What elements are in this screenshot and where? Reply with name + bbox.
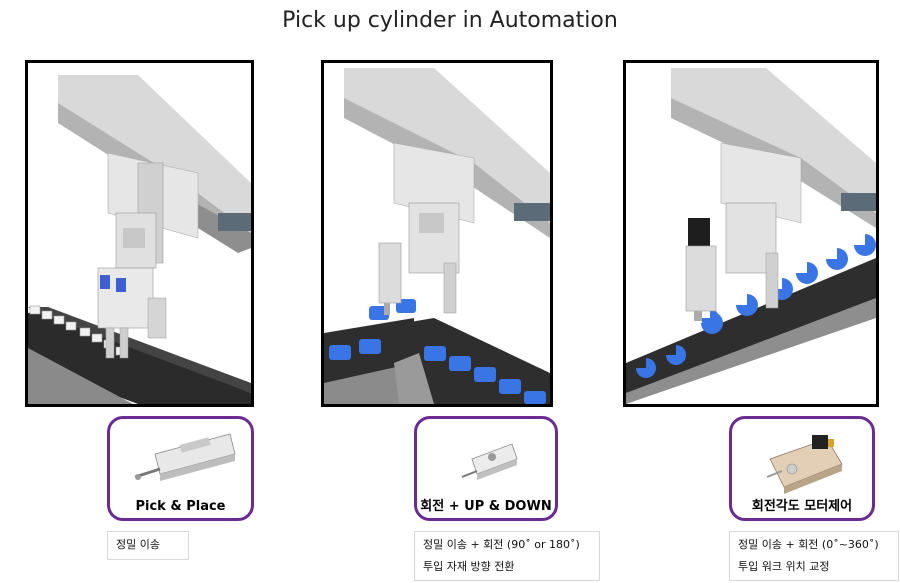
motor-rotary-actuator-icon — [766, 435, 843, 494]
rotation-angle-motor-label: 회전각도 모터제어 — [751, 499, 853, 514]
pick-place-notes: 정밀 이송 — [107, 531, 189, 560]
note-line: 정밀 이송 — [116, 538, 160, 551]
rotation-angle-motor-product-card: 회전각도 모터제어 — [729, 416, 875, 521]
rotation-angle-motor-notes: 정밀 이송 + 회전 (0˚~360˚) 투입 워크 위치 교정 — [729, 531, 899, 581]
note-line: 투입 자재 방향 전환 — [423, 560, 515, 573]
note-line: 정밀 이송 + 회전 (90˚ or 180˚) — [423, 538, 580, 551]
rotate-up-down-notes: 정밀 이송 + 회전 (90˚ or 180˚) 투입 자재 방향 전환 — [414, 531, 600, 581]
note-line: 정밀 이송 + 회전 (0˚~360˚) — [738, 538, 879, 551]
rotate-up-down-machine-image — [321, 60, 553, 407]
pick-place-label: Pick & Place — [135, 499, 226, 514]
pick-place-product-card: Pick & Place — [107, 416, 254, 521]
rotate-up-down-product-card: 회전 + UP & DOWN — [414, 416, 558, 521]
pick-place-machine-image — [25, 60, 254, 407]
pick-place-cylinder-icon — [134, 433, 236, 481]
rotate-up-down-label: 회전 + UP & DOWN — [420, 499, 552, 514]
rotation-angle-motor-machine-image — [623, 60, 879, 407]
page-title: Pick up cylinder in Automation — [282, 8, 618, 33]
note-line: 투입 워크 위치 교정 — [738, 560, 830, 573]
rotary-cylinder-icon — [461, 443, 518, 480]
